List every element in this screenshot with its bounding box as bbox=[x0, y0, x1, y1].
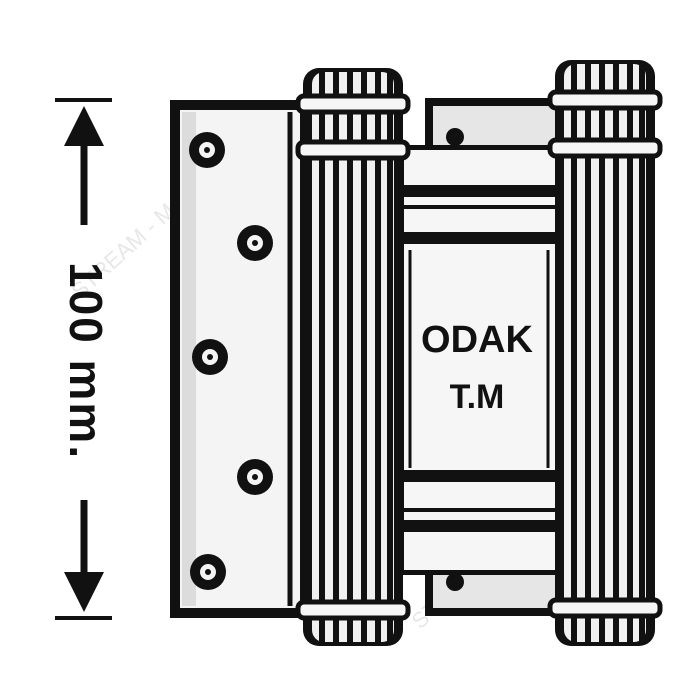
dimension-label: 100 mm. bbox=[60, 262, 112, 460]
screw-icon bbox=[237, 225, 273, 261]
barrel-collar bbox=[547, 89, 663, 111]
screw-icon bbox=[237, 459, 273, 495]
left-leaf-plate bbox=[170, 100, 310, 618]
barrel-collar bbox=[295, 93, 411, 115]
screw-icon bbox=[189, 132, 225, 168]
left-barrel bbox=[295, 68, 411, 646]
dimension-marker: 100 mm. bbox=[55, 98, 112, 620]
right-barrel bbox=[547, 60, 663, 646]
arrow-down-icon bbox=[64, 572, 104, 612]
barrel-collar bbox=[547, 137, 663, 159]
screw-icon bbox=[190, 554, 226, 590]
center-label-plate: ODAK T.M bbox=[395, 145, 565, 575]
barrel-collar bbox=[295, 599, 411, 621]
arrow-up-icon bbox=[64, 106, 104, 146]
barrel-collar bbox=[295, 139, 411, 161]
plate-label-line1: ODAK bbox=[421, 319, 533, 361]
plate-label-line2: T.M bbox=[450, 378, 505, 416]
screw-icon bbox=[192, 339, 228, 375]
barrel-collar bbox=[547, 597, 663, 619]
